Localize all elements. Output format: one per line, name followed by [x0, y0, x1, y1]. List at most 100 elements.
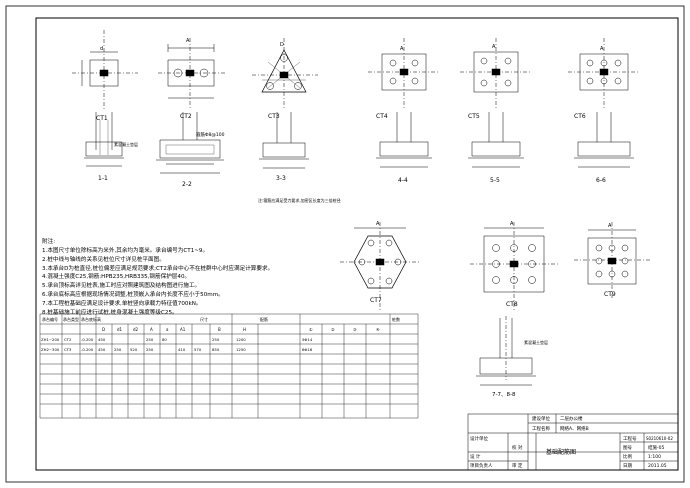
note-line: 1.本图尺寸单位除标高为米外,其余均为毫米。承台编号为CT1~9。 — [42, 248, 209, 254]
th-count: 桩数 — [392, 316, 400, 322]
dim-a-ct5: A — [492, 44, 496, 50]
outer-border — [5, 5, 685, 483]
tb-date: 2011.05 — [648, 463, 667, 469]
section-1-1-label: 1-1 — [98, 175, 108, 182]
r2-v1: 450 — [98, 347, 106, 352]
inner-border — [35, 17, 679, 471]
cushion-label: 素混凝土垫层 — [114, 141, 138, 147]
title-block-grid — [467, 413, 679, 471]
footing-ct5 — [460, 38, 532, 168]
footing-ct4 — [368, 38, 440, 168]
section-4-4-label: 4-4 — [398, 177, 408, 184]
ct3-label: CT3 — [268, 113, 280, 120]
tb-person: 项目负责人 — [470, 462, 493, 469]
r1-elev: -0.200 — [81, 337, 94, 342]
notes-list: 1.本图尺寸单位除标高为米外,其余均为毫米。承台编号为CT1~9。 2.桩中线与… — [42, 247, 273, 317]
th-sub-6: B — [218, 327, 221, 332]
th-sub-1: d1 — [117, 327, 123, 332]
ct7-label: CT7 — [370, 297, 382, 304]
section-5-5-label: 5-5 — [490, 177, 500, 184]
tb-project-name: 二层办公楼 — [560, 415, 583, 422]
tb-project-label: 建设单位 — [532, 415, 550, 422]
r1-type: CT2 — [64, 337, 72, 342]
dim-a-ct8: A — [510, 221, 514, 227]
th-rebar: 配筋 — [260, 316, 268, 322]
tb-designer: 设 计 — [470, 453, 481, 460]
tb-drawing-title: 基础配筋图 — [546, 448, 576, 456]
tb-design-label: 设计单位 — [470, 435, 488, 442]
r2-v9: 6Φ16 — [302, 347, 313, 352]
r1-v4: 250 — [146, 337, 154, 342]
dim-a-ct4: A — [400, 46, 404, 52]
tb-drawing-no: S0210610-02 — [646, 436, 673, 441]
footing-ct3 — [252, 38, 318, 169]
section-7-7 — [476, 316, 536, 386]
tb-sheet-label: 图号 — [623, 445, 632, 451]
th-name: 承台编号 — [42, 316, 58, 322]
r2-name: ZH2~300 — [41, 347, 60, 352]
tb-subproject-name: 网络A、网络B — [560, 425, 589, 432]
dim-d-ct1: d — [100, 46, 103, 52]
ct5-label: CT5 — [468, 113, 480, 120]
footing-ct7 — [340, 222, 420, 310]
ct2-label: CT2 — [180, 113, 192, 120]
tb-reviewer: 审 定 — [512, 462, 523, 469]
r2-v4: 250 — [146, 347, 154, 352]
th-elev: 承台底标高 — [81, 316, 101, 322]
tb-date-label: 日期 — [623, 463, 632, 469]
footing-ct8 — [470, 222, 558, 312]
notes-header: 附注: — [42, 239, 56, 245]
th-sub-9: ② — [331, 327, 335, 332]
th-sub-8: ① — [309, 327, 313, 332]
note-line: 2.桩中线与轴线的关系见桩位尺寸详见桩平面图。 — [42, 256, 165, 263]
th-sub-0: D — [102, 327, 105, 332]
tb-checker: 校 对 — [512, 444, 523, 451]
r2-v3: 520 — [130, 347, 138, 352]
ct4-label: CT4 — [376, 113, 388, 120]
section-7-7-label: 7-7、8-8 — [492, 392, 516, 398]
th-sub-2: d2 — [133, 327, 139, 332]
ct8-label: CT8 — [506, 301, 518, 308]
ct1-label: CT1 — [96, 115, 108, 122]
r2-v6: 570 — [194, 347, 202, 352]
th-sub-5: A1 — [180, 327, 186, 332]
tb-subproject-label: 工程名称 — [532, 425, 550, 432]
note-line: 6.承台底标高应根据现场情况调整,桩顶嵌入承台内长度不应小于50mm。 — [42, 291, 224, 298]
rebar-note: 箍筋Φ8@100 — [196, 131, 225, 138]
footing-ct6 — [568, 38, 640, 168]
note-line: 3.本承台D为桩直径,桩位偏差应满足规范要求;CT2承台中心不在桩群中心时应满足… — [42, 265, 274, 272]
footing-ct9 — [574, 222, 650, 300]
cushion-label-2: 素混凝土垫层 — [524, 339, 548, 345]
tb-sheet: 结施-05 — [648, 444, 664, 451]
ct3-note: 注:箍筋应满足受力要求,加密区长度为三倍桩径 — [258, 197, 341, 203]
th-sub-4: a — [166, 327, 169, 332]
th-sub-7: H — [243, 327, 246, 332]
th-size: 尺寸 — [200, 316, 208, 322]
footing-table-grid — [39, 313, 419, 419]
ct9-label: CT9 — [604, 291, 616, 298]
note-line: 5.承台顶标高详见桩表,施工时应对照建筑图及结构图进行施工。 — [42, 283, 201, 290]
r2-v7: 850 — [212, 347, 220, 352]
section-6-6-label: 6-6 — [596, 177, 606, 184]
th-sub-11: ④ — [376, 327, 380, 332]
r1-v8: 1200 — [236, 337, 246, 342]
r1-v7: 250 — [212, 337, 220, 342]
note-line: 7.本工程桩基础应满足设计要求,单桩竖向承载力特征值700kN。 — [42, 300, 202, 307]
r2-elev: -0.200 — [81, 347, 94, 352]
th-sub-3: A — [150, 327, 153, 332]
r1-name: ZH1~200 — [41, 337, 60, 342]
dim-a-ct9: A — [608, 223, 612, 229]
section-2-2-label: 2-2 — [182, 181, 192, 188]
dim-a-ct7: A — [376, 221, 380, 227]
r2-v5: 410 — [178, 347, 186, 352]
r2-type: CT3 — [64, 347, 72, 352]
r1-v9: 5Φ14 — [302, 337, 313, 342]
note-line: 8.桩基础施工前应进行试桩,桩身混凝土强度等级C25。 — [42, 309, 178, 316]
r2-v2: 250 — [114, 347, 122, 352]
section-3-3-label: 3-3 — [276, 175, 286, 182]
th-type: 承台类型 — [63, 316, 79, 322]
r1-v5: 80 — [162, 337, 167, 342]
r2-v8: 1250 — [236, 347, 246, 352]
